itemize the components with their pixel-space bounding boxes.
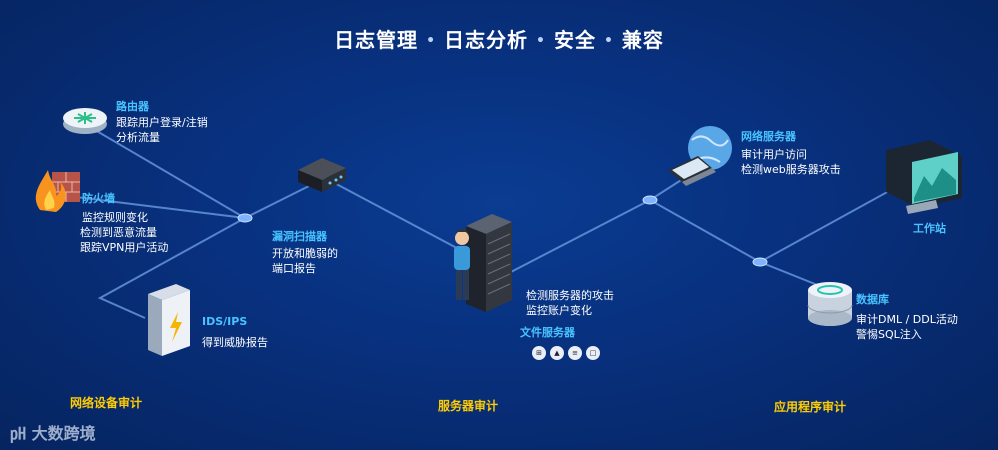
ids-desc: 得到威胁报告 xyxy=(202,335,268,350)
junction-dot xyxy=(643,196,657,204)
title-separator: • xyxy=(596,33,622,49)
section-label-server: 服务器审计 xyxy=(438,397,498,414)
router-desc: 跟踪用户登录/注销 分析流量 xyxy=(116,115,208,145)
firewall-icon xyxy=(36,170,80,212)
router-title: 路由器 xyxy=(116,98,149,114)
scanner-desc: 开放和脆弱的 端口报告 xyxy=(272,246,338,276)
section-label-network: 网络设备审计 xyxy=(70,394,142,411)
scanner-desc-line: 开放和脆弱的 xyxy=(272,246,338,261)
title-separator: • xyxy=(528,33,554,49)
web-server-desc-line: 检测web服务器攻击 xyxy=(741,162,841,177)
section-label-application: 应用程序审计 xyxy=(774,398,846,415)
file-server-desc-line: 监控账户变化 xyxy=(526,303,614,318)
web-server-desc: 审计用户访问 检测web服务器攻击 xyxy=(741,147,841,177)
windows-icon: ⊞ xyxy=(532,346,546,360)
mac-icon: □ xyxy=(586,346,600,360)
watermark-logo-icon: ㏗ xyxy=(10,424,26,443)
scanner-title: 漏洞扫描器 xyxy=(272,228,327,244)
scanner-desc-line: 端口报告 xyxy=(272,261,338,276)
ids-title: IDS/IPS xyxy=(202,315,247,328)
server-rack-icon xyxy=(466,214,512,312)
line-junction-database xyxy=(650,200,830,290)
router-desc-line: 分析流量 xyxy=(116,130,208,145)
line-junction-workstation xyxy=(760,185,900,262)
ids-desc-line: 得到威胁报告 xyxy=(202,335,268,350)
database-desc: 审计DML / DDL活动 警惕SQL注入 xyxy=(856,312,958,342)
database-title: 数据库 xyxy=(856,291,889,307)
firewall-desc-line: 跟踪VPN用户活动 xyxy=(80,240,168,255)
web-server-title: 网络服务器 xyxy=(741,128,796,144)
router-icon xyxy=(63,108,107,134)
line-scanner-server xyxy=(325,178,470,255)
watermark: ㏗ 大数跨境 xyxy=(10,420,96,444)
person-icon xyxy=(454,229,470,300)
file-server-title: 文件服务器 xyxy=(520,324,575,340)
title-separator: • xyxy=(418,33,444,49)
firewall-desc: 监控规则变化 检测到恶意流量 跟踪VPN用户活动 xyxy=(80,210,168,255)
database-desc-line: 审计DML / DDL活动 xyxy=(856,312,958,327)
monitor-icon xyxy=(886,140,962,214)
database-icon xyxy=(808,282,852,326)
title-part: 兼容 xyxy=(622,28,664,52)
title-part: 日志管理 xyxy=(334,28,418,52)
os-icon-row: ⊞ ▲ ≡ □ xyxy=(532,346,600,360)
firewall-desc-line: 检测到恶意流量 xyxy=(80,225,168,240)
firewall-title: 防火墙 xyxy=(82,190,115,206)
firewall-desc-line: 监控规则变化 xyxy=(80,210,168,225)
watermark-text: 大数跨境 xyxy=(32,424,96,443)
workstation-title: 工作站 xyxy=(913,220,946,236)
ids-icon xyxy=(148,284,190,356)
title-part: 安全 xyxy=(554,28,596,52)
database-desc-line: 警惕SQL注入 xyxy=(856,327,958,342)
file-server-desc-line: 检测服务器的攻击 xyxy=(526,288,614,303)
ibm-icon: ≡ xyxy=(568,346,582,360)
line-server-web xyxy=(505,168,700,275)
router-desc-line: 跟踪用户登录/注销 xyxy=(116,115,208,130)
title-part: 日志分析 xyxy=(444,28,528,52)
file-server-desc: 检测服务器的攻击 监控账户变化 xyxy=(526,288,614,318)
junction-dot xyxy=(753,258,767,266)
web-server-desc-line: 审计用户访问 xyxy=(741,147,841,162)
linux-icon: ▲ xyxy=(550,346,564,360)
junction-dot xyxy=(238,214,252,222)
page-title: 日志管理•日志分析•安全•兼容 xyxy=(0,24,998,53)
laptop-globe-icon xyxy=(668,126,732,186)
